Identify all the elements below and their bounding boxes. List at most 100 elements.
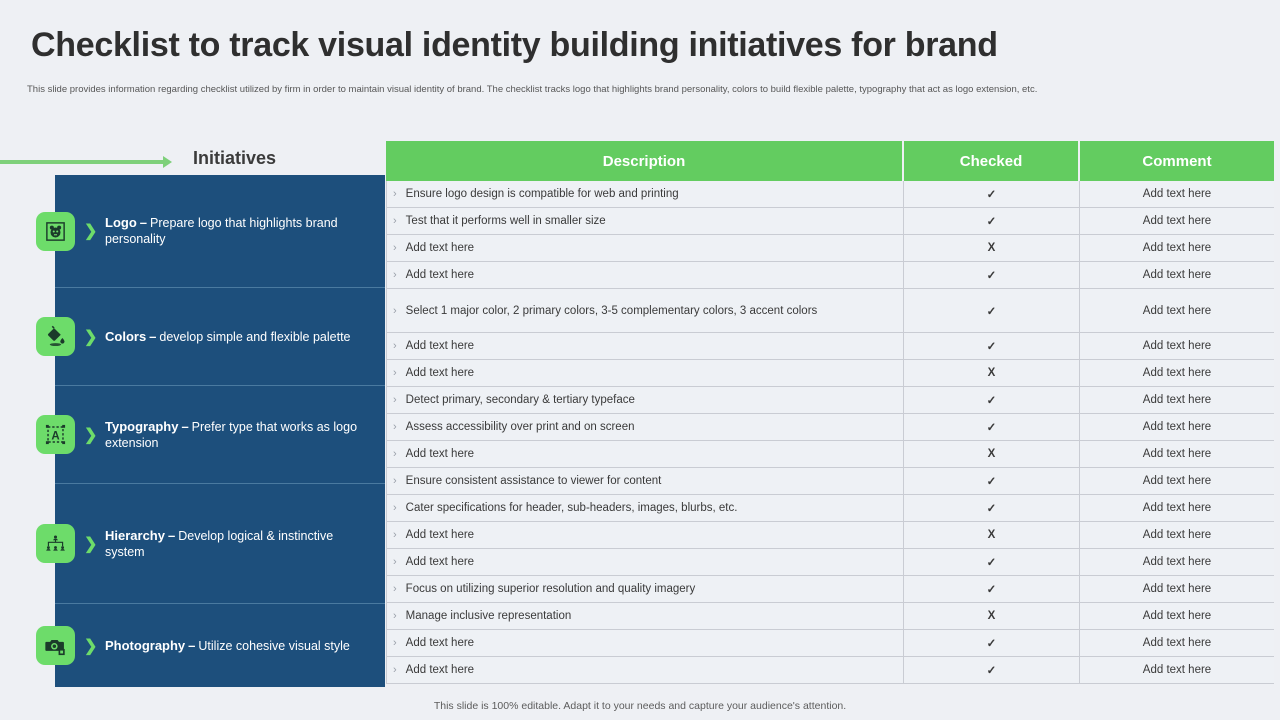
cell-checked[interactable]: X	[904, 522, 1080, 548]
table-row[interactable]: ›Add text here✓Add text here	[386, 333, 1274, 360]
cell-comment[interactable]: Add text here	[1142, 529, 1212, 541]
cell-description: ›Manage inclusive representation	[386, 603, 904, 629]
cell-comment[interactable]: Add text here	[1142, 421, 1212, 433]
cell-checked[interactable]: ✓	[904, 208, 1080, 234]
table-row[interactable]: ›Add text here✓Add text here	[386, 549, 1274, 576]
cell-checked[interactable]: X	[904, 360, 1080, 386]
table-row[interactable]: ›Ensure logo design is compatible for we…	[386, 181, 1274, 208]
initiative-chevron-icon: ❯	[84, 223, 98, 240]
initiative-row-typography[interactable]: A❯Typography–Prefer type that works as l…	[36, 386, 385, 484]
cell-description: ›Ensure consistent assistance to viewer …	[386, 468, 904, 494]
cell-comment[interactable]: Add text here	[1142, 610, 1212, 622]
cell-checked[interactable]: ✓	[904, 576, 1080, 602]
initiative-label: Photography–Utilize cohesive visual styl…	[105, 638, 360, 654]
cell-description: ›Ensure logo design is compatible for we…	[386, 181, 904, 207]
bullet-icon: ›	[393, 502, 397, 514]
initiative-title: Colors	[105, 328, 147, 344]
cell-comment[interactable]: Add text here	[1142, 502, 1212, 514]
cell-checked[interactable]: ✓	[904, 468, 1080, 494]
cell-comment[interactable]: Add text here	[1142, 269, 1212, 281]
table-row[interactable]: › Detect primary, secondary & tertiary ty…	[386, 387, 1274, 414]
table-row[interactable]: › Focus on utilizing superior resolution …	[386, 576, 1274, 603]
bullet-icon: ›	[393, 269, 397, 281]
initiative-dash: –	[149, 328, 157, 344]
initiative-description: develop simple and flexible palette	[159, 329, 351, 344]
bullet-icon: ›	[393, 556, 397, 568]
description-text: Focus on utilizing superior resolution a…	[405, 583, 696, 595]
cell-checked[interactable]: X	[904, 441, 1080, 467]
cell-checked[interactable]: X	[904, 603, 1080, 629]
cell-comment[interactable]: Add text here	[1142, 367, 1212, 379]
cell-checked[interactable]: ✓	[904, 657, 1080, 683]
initiative-dash: –	[167, 527, 176, 543]
cell-checked[interactable]: ✓	[904, 495, 1080, 521]
cell-comment[interactable]: Add text here	[1142, 215, 1212, 227]
table-row[interactable]: ›Assess accessibility over print and on …	[386, 414, 1274, 441]
cell-comment[interactable]: Add text here	[1142, 394, 1212, 406]
cell-comment[interactable]: Add text here	[1142, 664, 1212, 676]
table-row[interactable]: ›Ensure consistent assistance to viewer …	[386, 468, 1274, 495]
bullet-icon: ›	[393, 394, 397, 406]
table-row[interactable]: ›Cater specifications for header, sub-he…	[386, 495, 1274, 522]
cell-comment[interactable]: Add text here	[1142, 188, 1212, 200]
description-text: Ensure consistent assistance to viewer f…	[405, 475, 662, 487]
initiative-row-photography[interactable]: ❯ Photography–Utilize cohesive visual sty…	[36, 604, 385, 687]
cell-comment[interactable]: Add text here	[1142, 340, 1212, 352]
initiative-label: Hierarchy–Develop logical & instinctive …	[105, 528, 385, 560]
footer-note: This slide is 100% editable. Adapt it to…	[433, 700, 847, 712]
table-row[interactable]: ›Select 1 major color, 2 primary colors,…	[386, 289, 1274, 333]
cell-checked[interactable]: ✓	[904, 414, 1080, 440]
initiative-row-colors[interactable]: ❯Colors–develop simple and flexible pale…	[36, 288, 385, 386]
initiative-description: Develop logical & instinctive system	[105, 528, 334, 559]
cell-comment[interactable]: Add text here	[1142, 242, 1212, 254]
initiative-description: Prefer type that works as logo extension	[105, 419, 358, 450]
initiative-dash: –	[188, 637, 196, 653]
initiative-label: Colors–develop simple and flexible palet…	[105, 329, 361, 345]
bullet-icon: ›	[393, 610, 397, 622]
description-text: Detect primary, secondary & tertiary typ…	[405, 394, 635, 406]
cell-checked[interactable]: ✓	[904, 289, 1080, 332]
initiative-dash: –	[139, 215, 147, 230]
description-text: Add text here	[405, 367, 475, 379]
cell-checked[interactable]: ✓	[904, 549, 1080, 575]
cell-checked[interactable]: ✓	[904, 181, 1080, 207]
page-title: Checklist to track visual identity build…	[31, 26, 998, 64]
cell-comment[interactable]: Add text here	[1142, 304, 1212, 317]
svg-text:A: A	[51, 430, 59, 442]
cell-comment[interactable]: Add text here	[1142, 583, 1212, 595]
table-row[interactable]: ›Add text here✓Add text here	[386, 657, 1274, 684]
cell-comment[interactable]: Add text here	[1142, 637, 1212, 649]
table-row[interactable]: ›Add text here✓Add text here	[386, 630, 1274, 657]
initiative-chevron-icon: ❯	[84, 426, 98, 444]
cell-comment[interactable]: Add text here	[1142, 556, 1212, 568]
bullet-icon: ›	[393, 304, 397, 317]
bullet-icon: ›	[393, 664, 397, 676]
initiative-row-hierarchy[interactable]: ❯Hierarchy–Develop logical & instinctive…	[36, 484, 385, 604]
cell-checked[interactable]: ✓	[904, 333, 1080, 359]
initiative-title: Hierarchy	[105, 527, 165, 543]
paint-bucket-icon	[36, 317, 75, 356]
initiative-chevron-icon: ❯	[84, 637, 98, 655]
description-text: Add text here	[405, 242, 475, 254]
cell-checked[interactable]: ✓	[904, 262, 1080, 288]
cell-comment[interactable]: Add text here	[1142, 475, 1212, 487]
cell-comment[interactable]: Add text here	[1142, 448, 1212, 460]
cell-description: › Detect primary, secondary & tertiary ty…	[386, 387, 904, 413]
bullet-icon: ›	[393, 583, 397, 595]
table-row[interactable]: › Add text here ✓ Add text here	[386, 262, 1274, 289]
description-text: Add text here	[405, 269, 475, 281]
cell-checked[interactable]: ✓	[904, 630, 1080, 656]
typography-letter-a-icon: A	[36, 415, 75, 454]
initiative-row-logo[interactable]: ❯Logo–Prepare logo that highlights brand…	[36, 175, 385, 288]
column-header-description: Description	[386, 141, 904, 181]
cell-checked[interactable]: X	[904, 235, 1080, 261]
cell-checked[interactable]: ✓	[904, 387, 1080, 413]
table-row[interactable]: ›Test that it performs well in smaller s…	[386, 208, 1274, 235]
initiatives-title: Initiatives	[193, 148, 277, 168]
camera-photography-icon	[36, 626, 75, 665]
